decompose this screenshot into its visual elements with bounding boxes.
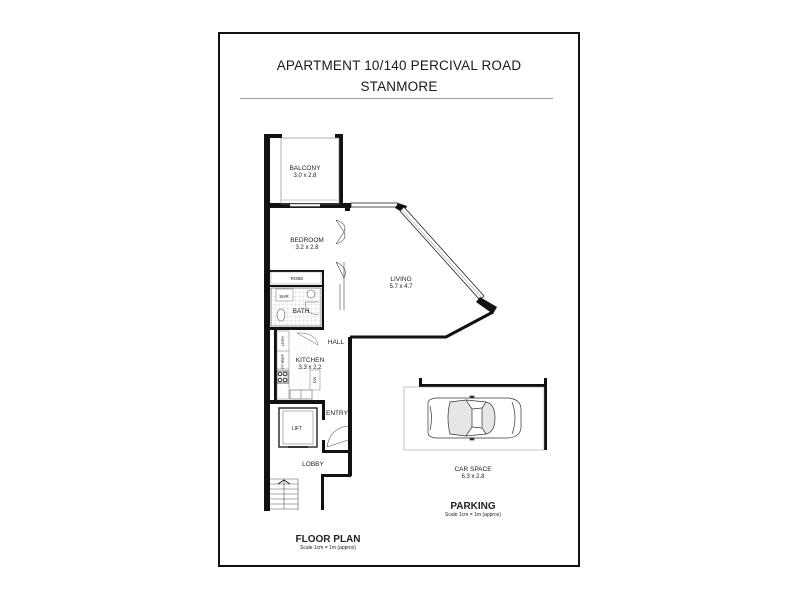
entry-door — [326, 425, 349, 448]
car-space-dims: 6.3 x 2.8 — [461, 474, 485, 480]
title-divider — [240, 98, 553, 99]
car-icon — [427, 395, 522, 441]
shower — [275, 288, 294, 302]
balcony-dims: 3.0 x 2.8 — [293, 173, 317, 179]
pantry-label: PTY — [280, 361, 285, 369]
living-lower-wall — [350, 310, 494, 339]
fridge-label: REF — [280, 353, 285, 362]
floor-plan-title: FLOOR PLAN — [296, 534, 361, 545]
entry-label: ENTRY — [326, 410, 349, 417]
hall-label: HALL — [328, 339, 345, 346]
living-dims: 5.7 x 4.7 — [389, 284, 413, 290]
parking-scale: Scale 1cm = 1m (approx) — [445, 512, 501, 518]
robe-label: ROBE — [291, 276, 304, 281]
toilet-icon — [276, 308, 286, 322]
lobby-label: LOBBY — [302, 461, 324, 468]
bedroom-dims: 3.2 x 2.8 — [295, 245, 319, 251]
floor-plan-scale: Scale 1cm = 1m (approx) — [300, 545, 356, 551]
parking-title: PARKING — [450, 501, 496, 512]
dishwasher-label: DW — [312, 376, 317, 383]
suburb-line: STANMORE — [360, 79, 438, 94]
lift-shaft — [278, 407, 318, 448]
laundry-label: LDRY — [280, 335, 285, 346]
bedroom-label: BEDROOM — [290, 237, 324, 244]
kitchen-label: KITCHEN — [296, 357, 325, 364]
stairs — [270, 478, 299, 510]
car-space-walls — [419, 378, 547, 450]
robe — [270, 271, 322, 285]
bedroom-doors — [335, 219, 346, 310]
address-line: APARTMENT 10/140 PERCIVAL ROAD — [276, 58, 522, 73]
bath-label: BATH — [293, 308, 310, 315]
living-label: LIVING — [390, 276, 411, 283]
lift-label: LIFT — [292, 426, 302, 432]
basin-icon — [306, 289, 316, 299]
car-space-label: CAR SPACE — [454, 466, 492, 473]
living-windows — [350, 202, 497, 314]
plan-border — [218, 32, 580, 567]
kitchen-dims: 3.3 x 2.2 — [298, 365, 322, 371]
balcony-label: BALCONY — [289, 165, 321, 172]
shower-label: SHR — [279, 294, 289, 299]
